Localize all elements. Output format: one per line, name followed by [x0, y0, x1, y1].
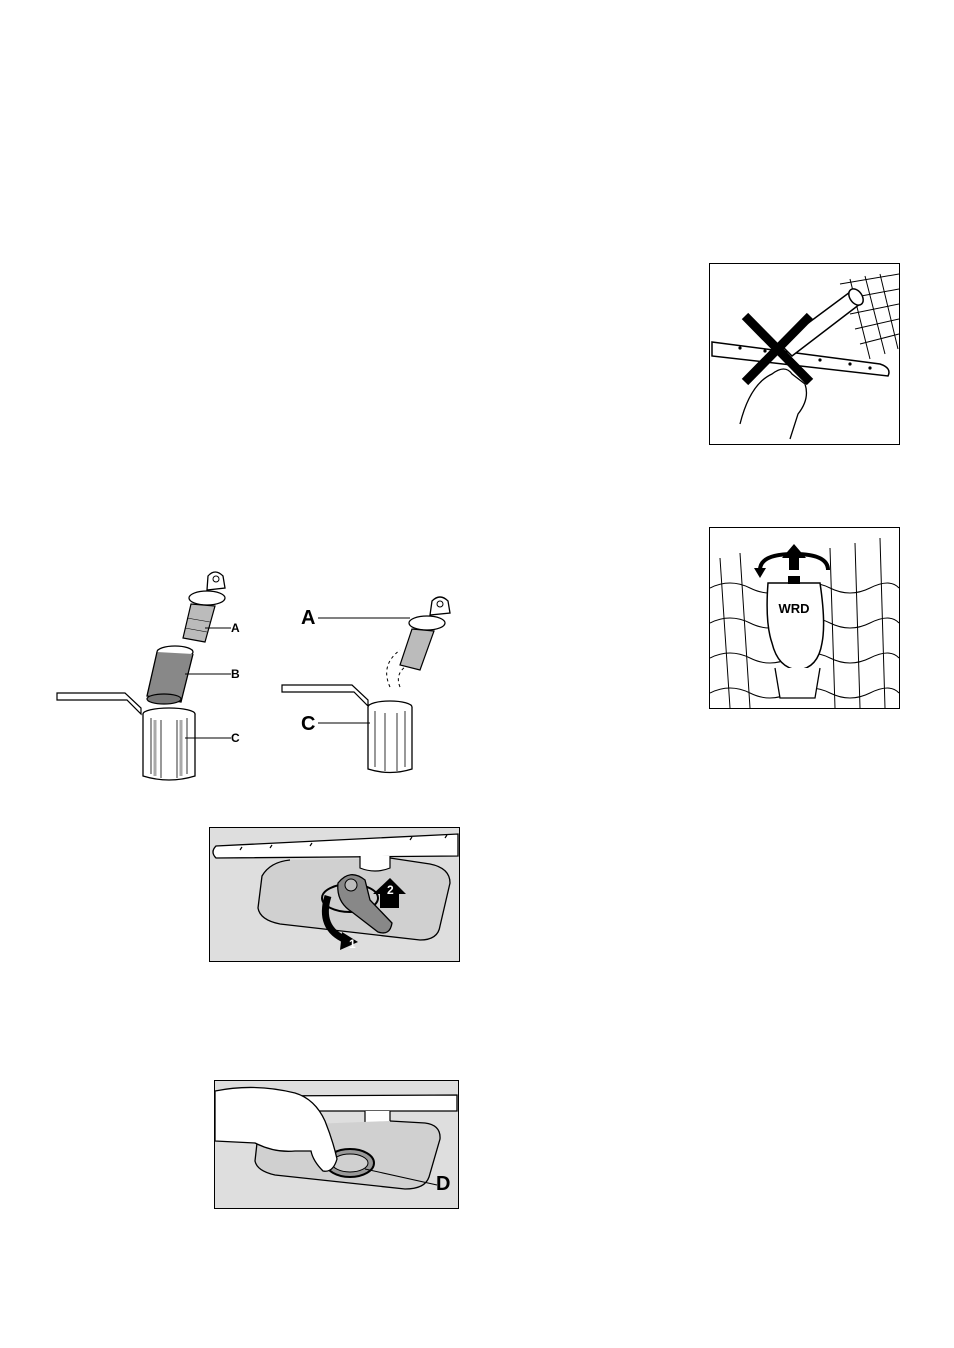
- upper-spray-arm-figure: WRD: [709, 527, 900, 709]
- nut-body-shape: [767, 583, 824, 670]
- label-b: B: [231, 667, 240, 681]
- step-2-marker: 2: [387, 883, 394, 897]
- spray-arm-warning-illustration: [710, 264, 899, 444]
- upper-spray-arm-illustration: WRD: [710, 528, 899, 708]
- nut-text: WRD: [778, 601, 809, 616]
- label-c: C: [301, 713, 315, 736]
- filter-removal-figure: 1 2: [209, 827, 460, 962]
- spray-arm-shape: [213, 834, 458, 858]
- filter-removal-illustration: 1 2: [210, 828, 459, 961]
- fine-filter-a-shape: [183, 572, 225, 642]
- spray-arm-warning-figure: [709, 263, 900, 445]
- drain-hole-figure: D: [214, 1080, 459, 1209]
- micro-filter-c-shape: [57, 693, 195, 780]
- drain-hole-illustration: [215, 1081, 458, 1208]
- fine-filter-a-shape: [400, 597, 450, 670]
- coarse-filter-b-shape: [147, 646, 193, 704]
- label-c: C: [231, 731, 240, 745]
- label-d: D: [436, 1173, 450, 1196]
- step-1-marker: 1: [349, 937, 356, 951]
- filter-exploded-figure: A B C: [55, 568, 255, 783]
- filter-assembly-figure: A C: [280, 595, 480, 780]
- label-a: A: [301, 607, 315, 630]
- label-a: A: [231, 621, 240, 635]
- filter-exploded-illustration: [55, 568, 255, 783]
